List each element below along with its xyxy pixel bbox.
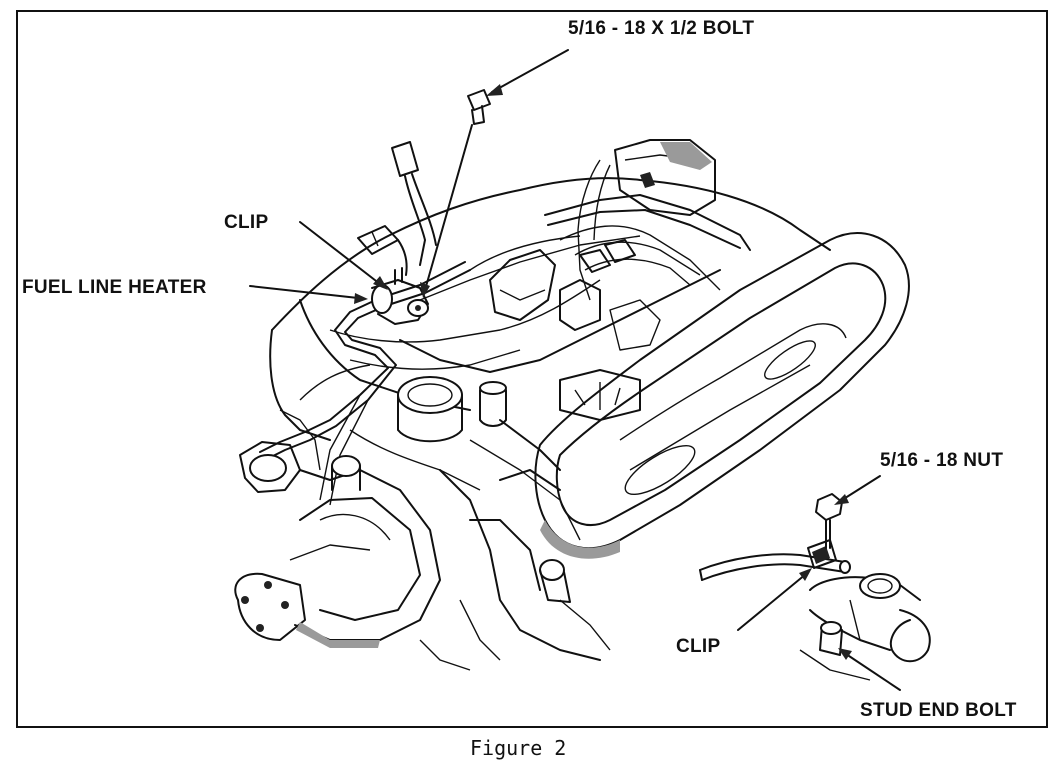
- fuel-line-heater: [371, 267, 429, 325]
- figure-caption: Figure 2: [470, 736, 567, 760]
- water-pump: [234, 441, 441, 648]
- fuel-line-heater-callout: FUEL LINE HEATER: [22, 277, 207, 298]
- bolt-callout: 5/16 - 18 X 1/2 BOLT: [568, 18, 755, 39]
- leader-arrows: [249, 49, 901, 691]
- stud-end-bolt-callout: STUD END BOLT: [860, 700, 1017, 721]
- engine-block: [269, 177, 831, 541]
- clip-bottom-callout: CLIP: [676, 636, 721, 657]
- lower-block: [419, 469, 611, 671]
- wiring-harness: [544, 139, 751, 301]
- valve-cover: [534, 232, 910, 559]
- clip-top-callout: CLIP: [224, 212, 269, 233]
- figure-border: [16, 10, 1048, 728]
- heater-connector: [357, 141, 437, 276]
- nut-callout: 5/16 - 18 NUT: [880, 450, 1004, 471]
- inset-detail: [699, 493, 931, 681]
